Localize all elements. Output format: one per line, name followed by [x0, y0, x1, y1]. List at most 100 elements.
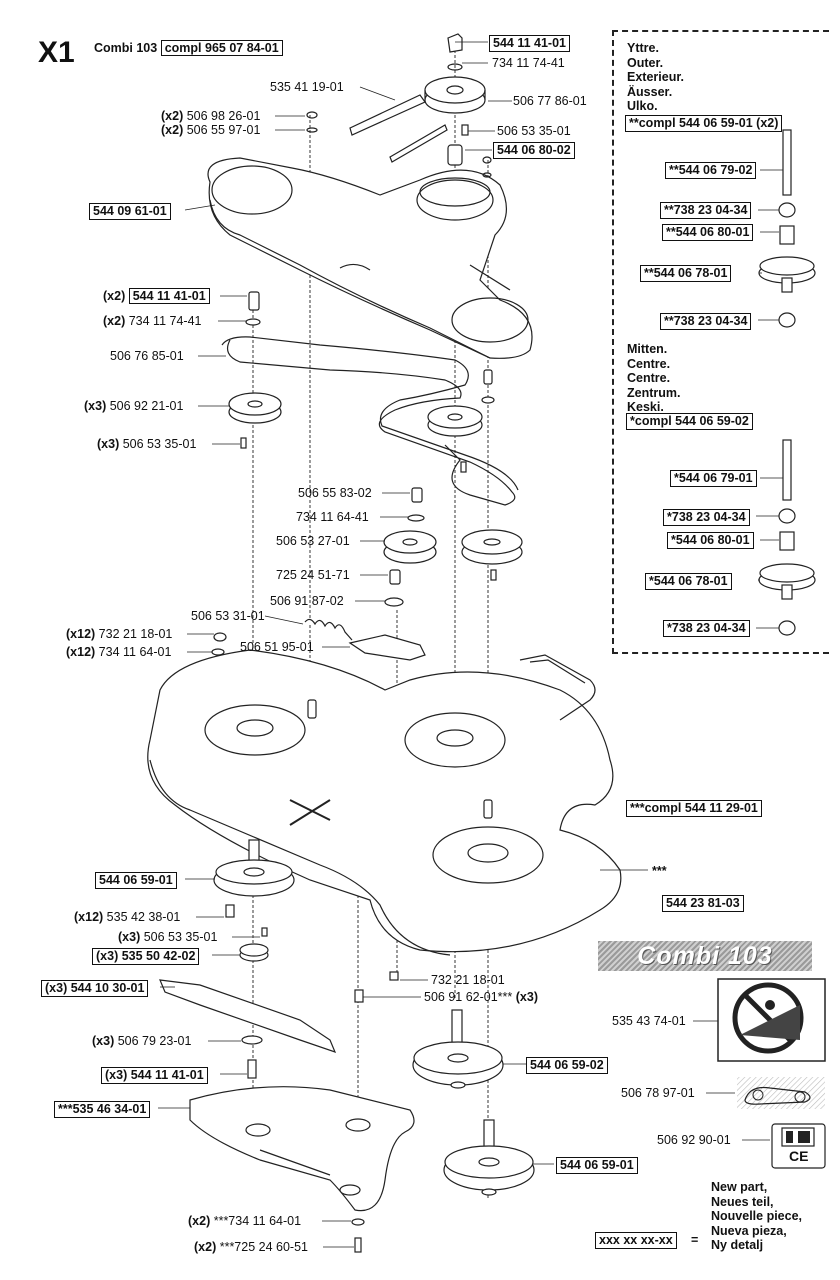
- leader-lines: [158, 41, 783, 1248]
- part-number: 506 79 23-01: [117, 1034, 192, 1048]
- part-label: 544 06 59-01: [556, 1157, 638, 1174]
- part-label-qty: (x3) 535 50 42-02: [92, 948, 200, 965]
- part-label: 506 78 97-01: [621, 1086, 695, 1100]
- legend-part: **738 23 04-34: [660, 202, 752, 219]
- qty: (x3): [45, 981, 68, 995]
- part-label-qty: (x2) 506 55 97-01: [161, 123, 260, 138]
- part-label: 506 77 86-01: [513, 94, 587, 108]
- part-label-qty: (x3) 506 53 35-01: [118, 930, 217, 945]
- legend-part: **544 06 78-01: [640, 265, 732, 282]
- part-label-qty: (x2) 734 11 74-41: [103, 314, 201, 329]
- part-label-qty: (x3) 506 92 21-01: [84, 399, 183, 414]
- part-number: 535 50 42-02: [121, 949, 196, 963]
- new-part-line: Nueva pieza,: [711, 1223, 787, 1238]
- part-label-qty: (x12) 734 11 64-01: [66, 645, 171, 660]
- part-label-qty: (x3) 506 53 35-01: [97, 437, 196, 452]
- part-label: 544 11 41-01: [489, 35, 570, 52]
- legend-center-compl: *compl 544 06 59-02: [626, 413, 753, 430]
- qty: (x3): [97, 437, 120, 451]
- qty: (x3): [105, 1068, 128, 1082]
- part-label-qty: 506 91 62-01*** (x3): [424, 990, 538, 1005]
- qty: (x2): [161, 109, 184, 123]
- part-label: 734 11 74-41: [492, 56, 565, 70]
- idler-pulleys: [228, 291, 523, 607]
- model-header: Combi 103 compl 965 07 84-01: [94, 40, 283, 56]
- qty: (x3): [515, 990, 538, 1004]
- part-label-qty: (x12) 732 21 18-01: [66, 627, 172, 642]
- part-number: 734 11 64-01: [98, 645, 172, 659]
- qty: (x12): [74, 910, 104, 924]
- qty: (x2): [188, 1214, 211, 1228]
- part-label: 544 06 80-02: [493, 142, 575, 159]
- part-label-qty: (x3) 506 79 23-01: [92, 1034, 191, 1049]
- bottom-spindles: [354, 971, 535, 1196]
- legend-line: Ulko.: [627, 99, 658, 113]
- part-number: ***725 24 60-51: [219, 1240, 308, 1254]
- qty: (x3): [118, 930, 141, 944]
- part-label: ***: [652, 864, 667, 878]
- legend-line: Centre.: [627, 356, 671, 371]
- model-compl-part: compl 965 07 84-01: [160, 40, 283, 56]
- legend-outer-compl: **compl 544 06 59-01 (x2): [625, 115, 783, 132]
- legend-part: *544 06 79-01: [670, 470, 757, 487]
- part-label: 535 43 74-01: [612, 1014, 686, 1028]
- part-number: 506 98 26-01: [186, 109, 261, 123]
- legend-part: *738 23 04-34: [663, 620, 750, 637]
- part-label: 506 53 35-01: [497, 124, 571, 138]
- model-badge: Combi 103: [598, 941, 812, 971]
- part-label-qty: (x2) 544 11 41-01: [103, 288, 210, 304]
- qty: (x3): [92, 1034, 115, 1048]
- qty: (x12): [66, 645, 96, 659]
- legend-line: Keski.: [627, 400, 664, 414]
- legend-line: Yttre.: [627, 41, 659, 55]
- new-part-line: Ny detalj: [711, 1238, 764, 1252]
- new-part-equals: =: [691, 1233, 699, 1247]
- belt-routing-decal-icon: [737, 1077, 825, 1109]
- legend-line: Zentrum.: [627, 385, 681, 400]
- qty: (x12): [66, 627, 96, 641]
- part-number: ***734 11 64-01: [213, 1214, 302, 1228]
- part-label: 732 21 18-01: [431, 973, 505, 987]
- part-label: 725 24 51-71: [276, 568, 350, 582]
- part-label: 544 06 59-02: [526, 1057, 608, 1074]
- new-part-placeholder: xxx xx xx-xx: [595, 1232, 677, 1249]
- part-label: 535 41 19-01: [270, 80, 344, 94]
- qty: (x2): [103, 314, 126, 328]
- left-spindle: [159, 839, 337, 1079]
- part-label-qty: (x2) 506 98 26-01: [161, 109, 260, 124]
- part-label-qty: (x12) 535 42 38-01: [74, 910, 180, 925]
- part-label: 506 51 95-01: [240, 640, 314, 654]
- new-part-note: New part, Neues teil, Nouvelle piece, Nu…: [711, 1180, 802, 1253]
- part-label-qty: (x2) ***725 24 60-51: [194, 1240, 308, 1255]
- model-name: Combi 103: [94, 41, 158, 55]
- part-label: 506 53 27-01: [276, 534, 350, 548]
- legend-part: *544 06 80-01: [667, 532, 754, 549]
- legend-part: *544 06 78-01: [645, 573, 732, 590]
- legend-line: Mitten.: [627, 342, 668, 356]
- legend-part: **544 06 80-01: [662, 224, 754, 241]
- legend-part: *738 23 04-34: [663, 509, 750, 526]
- part-number: 506 55 97-01: [186, 123, 261, 137]
- legend-part: **544 06 79-02: [665, 162, 757, 179]
- part-number: 506 92 21-01: [109, 399, 184, 413]
- page-id: X1: [38, 36, 75, 69]
- lower-guard: [189, 1086, 415, 1253]
- drive-belt: [221, 336, 519, 506]
- model-badge-text: Combi 103: [637, 942, 773, 970]
- part-number: 732 21 18-01: [98, 627, 173, 641]
- ce-mark: CE: [789, 1148, 809, 1164]
- tensioner-arm: [211, 618, 426, 661]
- part-number: 506 91 62-01***: [424, 990, 513, 1004]
- part-label-qty: (x3) 544 11 41-01: [101, 1067, 208, 1084]
- part-label: 544 23 81-03: [662, 895, 744, 912]
- qty: (x2): [194, 1240, 217, 1254]
- part-label: 544 06 59-01: [95, 872, 177, 889]
- legend-center-heading: Mitten. Centre. Centre. Zentrum. Keski.: [627, 342, 680, 415]
- part-number: 544 10 30-01: [70, 981, 145, 995]
- new-part-line: New part,: [711, 1180, 768, 1194]
- legend-part: **738 23 04-34: [660, 313, 752, 330]
- legend-line: Äusser.: [627, 84, 673, 99]
- top-pulley: [306, 33, 492, 178]
- legend-line: Centre.: [627, 371, 671, 385]
